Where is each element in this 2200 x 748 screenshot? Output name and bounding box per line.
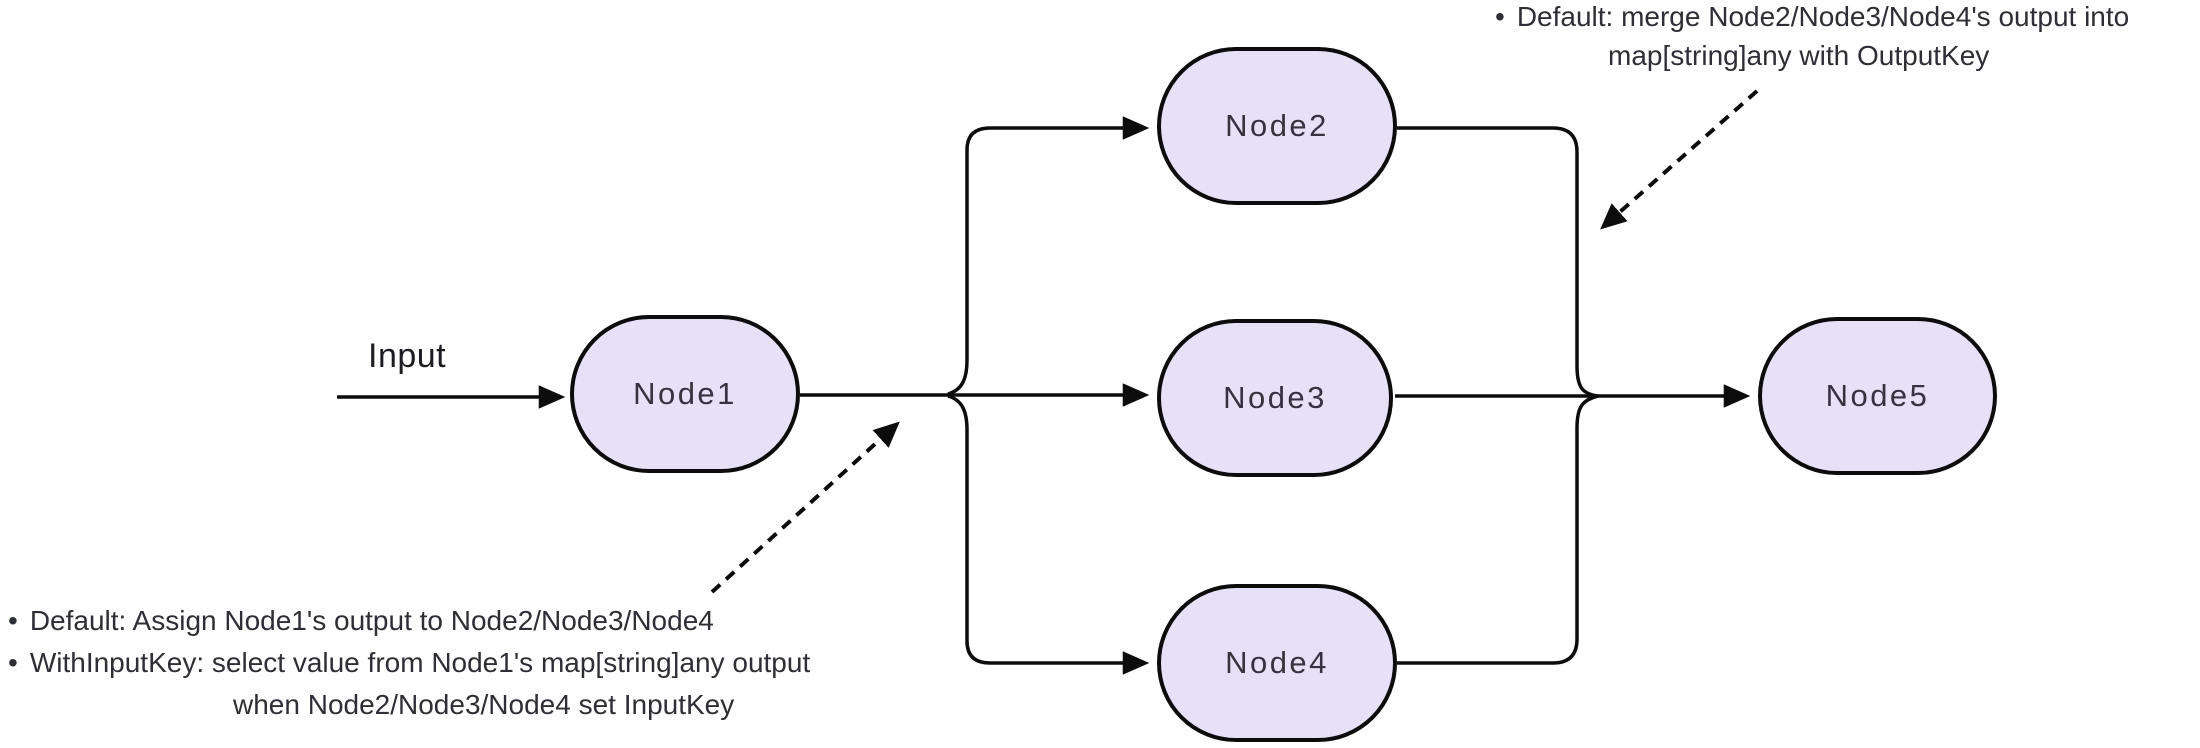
edge-node2-merge	[1397, 126, 1599, 398]
node-label: Node4	[1225, 645, 1329, 680]
annotation-text: when Node2/Node3/Node4 set InputKey	[233, 689, 735, 720]
node-node3: Node3	[1157, 319, 1393, 477]
node-label: Node2	[1225, 108, 1329, 143]
node-node2: Node2	[1157, 47, 1397, 205]
node-label: Node5	[1825, 378, 1930, 413]
bullet-icon: •	[1495, 1, 1505, 32]
input-edge-label: Input	[368, 337, 447, 375]
annotation-text: Default: merge Node2/Node3/Node4's outpu…	[1516, 1, 2130, 32]
bullet-icon: •	[8, 605, 18, 636]
bullet-icon: •	[8, 647, 18, 678]
node-label: Node1	[633, 376, 737, 411]
node-node5: Node5	[1758, 317, 1997, 475]
annotation-assign-item2-line1: • WithInputKey: select value from Node1'…	[8, 646, 810, 680]
callout-arrow-fanin	[1600, 89, 1759, 230]
annotation-merge-line2: map[string]any with OutputKey	[1608, 39, 1989, 73]
edge-node1-node4	[947, 394, 1150, 675]
annotation-assign-item1: • Default: Assign Node1's output to Node…	[8, 604, 714, 638]
edge-node4-merge	[1397, 394, 1599, 665]
node-label: Node3	[1223, 380, 1327, 415]
edge-node1-node2	[947, 116, 1150, 396]
callout-arrow-fanout	[710, 421, 900, 594]
annotation-assign-item2-line2: when Node2/Node3/Node4 set InputKey	[233, 688, 734, 722]
annotation-text: WithInputKey: select value from Node1's …	[29, 647, 811, 678]
node-node1: Node1	[570, 315, 800, 473]
node-node4: Node4	[1157, 584, 1397, 742]
annotation-merge-line1: • Default: merge Node2/Node3/Node4's out…	[1495, 0, 2129, 34]
annotation-text: map[string]any with OutputKey	[1608, 40, 1990, 71]
annotation-text: Default: Assign Node1's output to Node2/…	[29, 605, 714, 636]
